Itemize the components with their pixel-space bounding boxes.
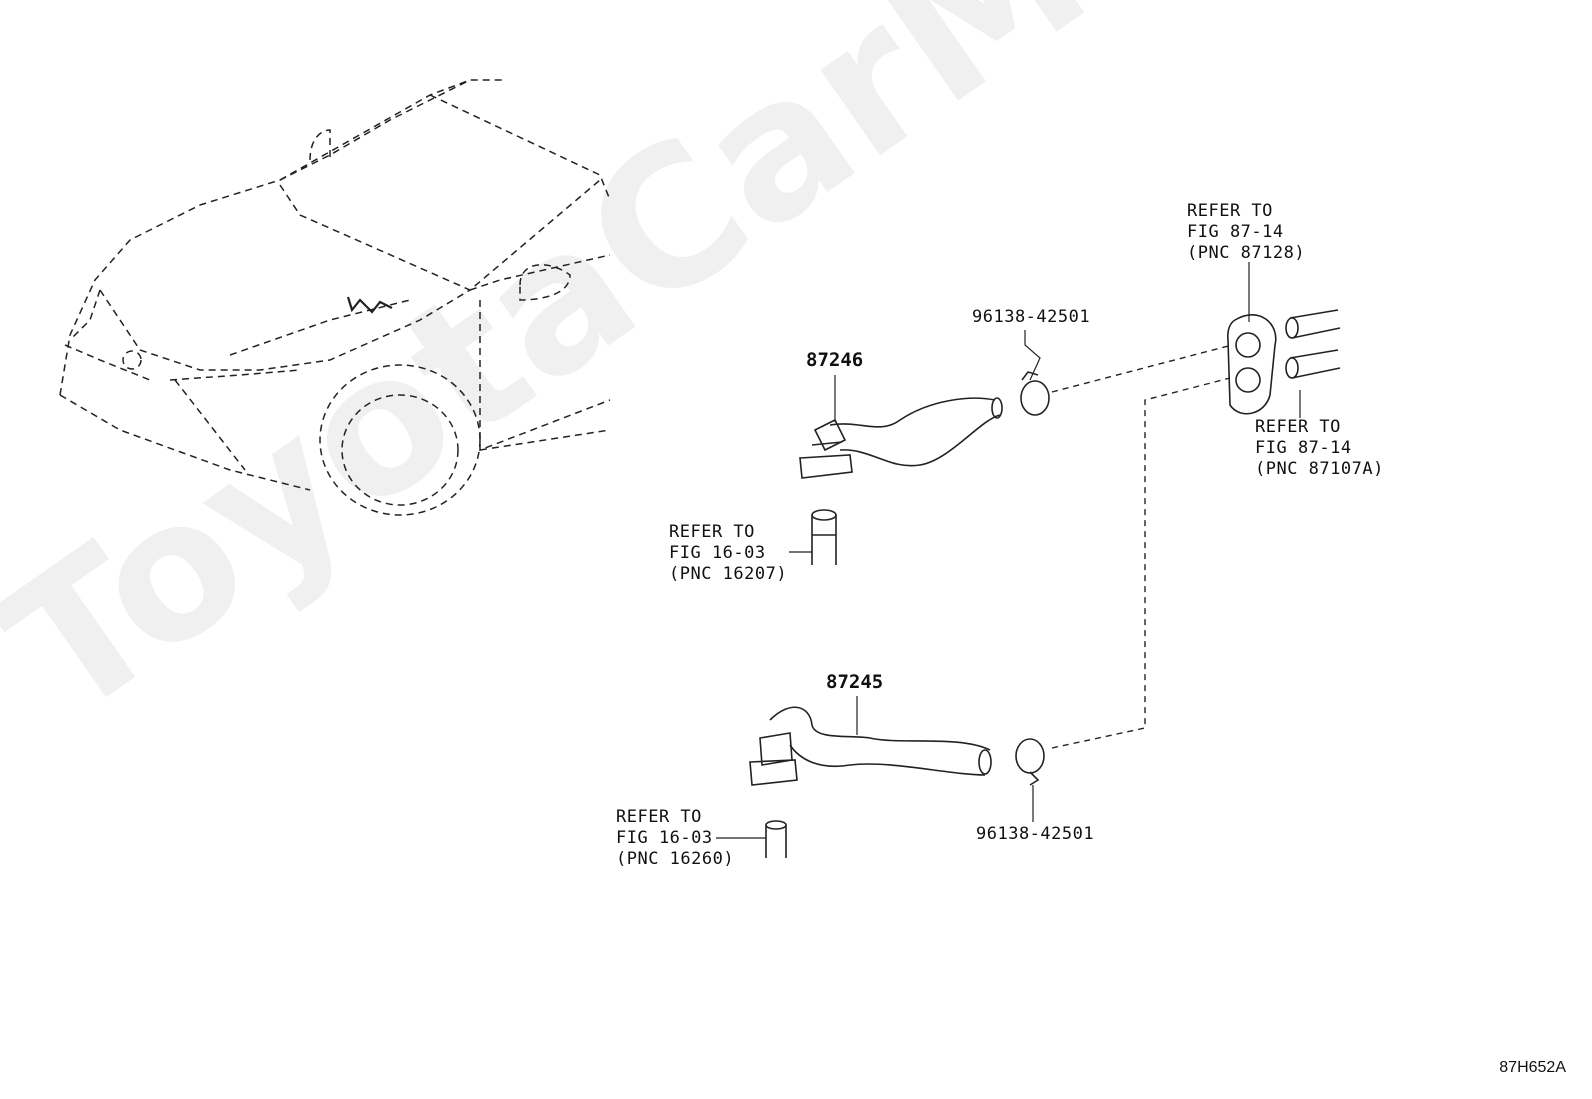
ref-line: FIG 87-14	[1255, 438, 1352, 458]
ref-line: REFER TO	[1255, 417, 1341, 437]
clip-lower	[1015, 738, 1045, 786]
hood-emblem	[346, 296, 393, 314]
ref-line: (PNC 16207)	[669, 564, 788, 584]
connector-lines	[1051, 344, 1233, 749]
ref-line: (PNC 16260)	[616, 849, 735, 869]
part-number-clip-upper[interactable]: 96138-42501	[972, 307, 1091, 327]
ref-line: (PNC 87107A)	[1255, 459, 1384, 479]
pipes	[1285, 309, 1341, 379]
ref-grommet[interactable]: REFER TO FIG 87-14 (PNC 87128)	[1187, 201, 1305, 264]
ref-line: (PNC 87128)	[1187, 243, 1306, 263]
clip-upper	[1020, 371, 1050, 416]
ref-line: REFER TO	[669, 522, 755, 542]
ref-line: REFER TO	[1187, 201, 1273, 221]
part-number-87246[interactable]: 87246	[806, 349, 864, 371]
outlet-lower	[765, 820, 787, 858]
ref-line: FIG 16-03	[616, 828, 713, 848]
ref-lower-outlet[interactable]: REFER TO FIG 16-03 (PNC 16260)	[616, 807, 734, 870]
figure-code: 87H652A	[1499, 1059, 1566, 1076]
outlet-upper	[811, 509, 837, 565]
ref-pipes[interactable]: REFER TO FIG 87-14 (PNC 87107A)	[1255, 417, 1384, 480]
hose-87245	[749, 706, 992, 786]
car-illustration	[59, 79, 611, 516]
ref-line: FIG 16-03	[669, 543, 766, 563]
part-number-87245[interactable]: 87245	[826, 671, 884, 693]
ref-upper-outlet[interactable]: REFER TO FIG 16-03 (PNC 16207)	[669, 522, 787, 585]
part-number-clip-lower[interactable]: 96138-42501	[976, 824, 1095, 844]
leader-lines	[716, 262, 1301, 839]
grommet	[1227, 314, 1277, 415]
ref-line: REFER TO	[616, 807, 702, 827]
ref-line: FIG 87-14	[1187, 222, 1284, 242]
hose-87246	[799, 397, 1003, 479]
